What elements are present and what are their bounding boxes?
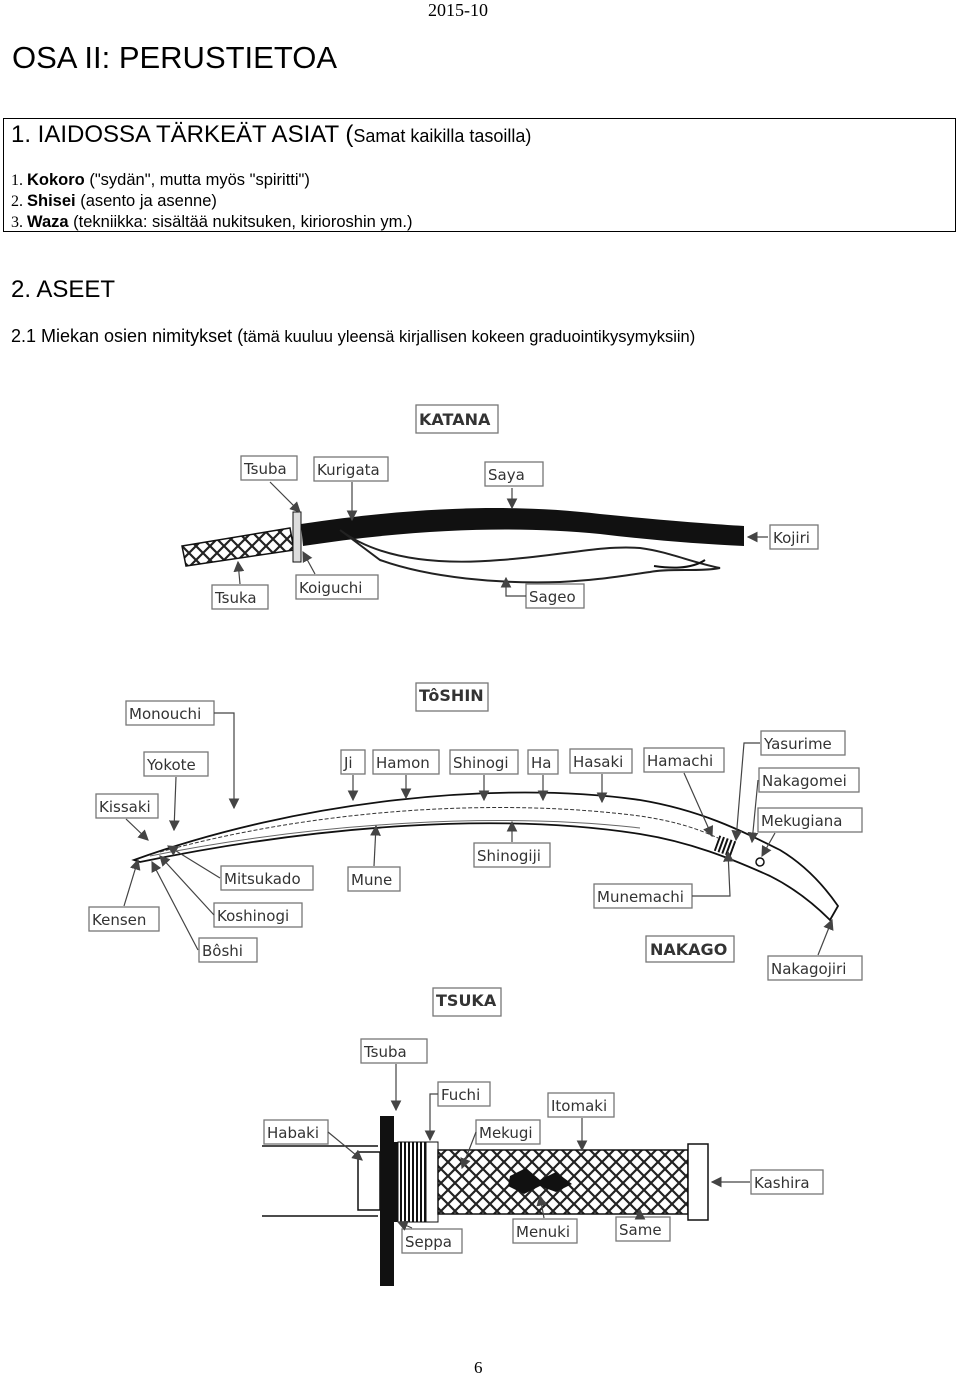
tsuka-diagram: TSUKA Tsuba Fuchi Itomaki Habaki Mekugi (262, 987, 824, 1286)
list-item-shisei: 2. Shisei (asento ja asenne) (11, 192, 217, 210)
tsuka-label-seppa: Seppa (405, 1233, 452, 1251)
toshin-label-hamachi-box (643, 747, 725, 773)
tsuka-label-same: Same (619, 1221, 662, 1239)
katana-label-tsuka: Tsuka (214, 589, 257, 607)
katana-tsuba-guard (292, 511, 302, 563)
toshin-label-mekugiana: Mekugiana (761, 812, 842, 830)
toshin-label-yasurime: Yasurime (763, 735, 832, 753)
katana-label-kojiri-box (769, 524, 819, 550)
toshin-label-mune: Mune (351, 871, 392, 889)
document-date: 2015-10 (428, 0, 488, 20)
tsuka-label-same-box (615, 1216, 671, 1242)
katana-label-koiguchi-box (295, 574, 379, 600)
katana-label-tsuba: Tsuba (243, 460, 287, 478)
section1-heading: 1. IAIDOSSA TÄRKEÄT ASIAT (Samat kaikill… (11, 121, 532, 148)
tsuka-label-kashira: Kashira (754, 1174, 810, 1192)
toshin-label-monouchi-box (125, 700, 215, 726)
katana-label-tsuka-box (211, 584, 269, 610)
tsuka-label-menuki-box (512, 1218, 578, 1244)
toshin-label-mekugiana-box (757, 807, 863, 833)
toshin-label-shinogi: Shinogi (453, 754, 509, 772)
tsuka-handle-drawing (262, 1116, 709, 1286)
katana-drawing (181, 508, 744, 584)
toshin-label-munemachi-box (593, 883, 693, 909)
important-things-box (3, 118, 956, 232)
toshin-label-kissaki-box (95, 793, 159, 819)
toshin-label-shinogiji: Shinogiji (477, 847, 541, 865)
toshin-blade-drawing (131, 791, 840, 922)
tsuka-label-fuchi: Fuchi (441, 1086, 480, 1104)
katana-saya-scabbard (301, 508, 744, 546)
tsuka-label-tsuba-box (360, 1038, 428, 1064)
tsuka-label-mekugi-box (475, 1119, 541, 1145)
toshin-label-munemachi: Munemachi (597, 888, 684, 906)
toshin-label-boshi: Bôshi (202, 942, 243, 960)
toshin-label-hasaki-box (569, 748, 633, 774)
tsuka-label-mekugi: Mekugi (479, 1124, 533, 1142)
katana-label-saya-box (484, 461, 544, 487)
toshin-label-nakagojiri-box (767, 955, 863, 981)
toshin-diagram: TôSHIN Monouchi Yokote Kissaki Ji Hamon … (88, 682, 863, 981)
page-number: 6 (474, 1358, 483, 1377)
tsuka-label-kashira-box (750, 1169, 824, 1195)
toshin-label-hamachi: Hamachi (647, 752, 713, 770)
toshin-label-nakago-box (645, 935, 735, 963)
toshin-label-nakagomei: Nakagomei (762, 772, 847, 790)
toshin-label-nakagojiri: Nakagojiri (771, 960, 846, 978)
toshin-title: TôSHIN (419, 686, 484, 705)
tsuka-label-habaki: Habaki (267, 1124, 319, 1142)
toshin-label-mitsukado: Mitsukado (224, 870, 301, 888)
toshin-label-yasurime-box (760, 730, 846, 756)
section2-1-heading: 2.1 Miekan osien nimitykset (tämä kuuluu… (11, 326, 696, 346)
toshin-title-box (415, 682, 489, 712)
page-title: OSA II: PERUSTIETOA (12, 40, 338, 75)
list-item-kokoro: 1. Kokoro ("sydän", mutta myös "spiritti… (11, 171, 310, 189)
toshin-label-nakagomei-box (758, 767, 860, 793)
katana-label-sageo: Sageo (529, 588, 576, 606)
katana-label-koiguchi: Koiguchi (299, 579, 362, 597)
katana-label-kojiri: Kojiri (773, 529, 810, 547)
toshin-label-shinogi-box (449, 749, 519, 775)
list-item-waza: 3. Waza (tekniikka: sisältää nukitsuken,… (11, 213, 413, 231)
toshin-label-monouchi: Monouchi (129, 705, 201, 723)
toshin-label-shinogiji-box (473, 842, 551, 868)
tsuka-title-box (432, 987, 502, 1017)
katana-label-sageo-box (525, 583, 585, 609)
tsuka-label-menuki: Menuki (516, 1223, 570, 1241)
toshin-label-mune-box (347, 866, 401, 892)
toshin-label-boshi-box (198, 937, 258, 963)
katana-label-kurigata: Kurigata (317, 461, 380, 479)
toshin-label-hamon-box (372, 749, 440, 775)
toshin-label-ha: Ha (531, 754, 551, 772)
toshin-label-ha-box (527, 749, 559, 775)
tsuka-label-itomaki: Itomaki (551, 1097, 607, 1115)
toshin-label-hasaki: Hasaki (573, 753, 623, 771)
katana-tsuka-handle (181, 527, 295, 567)
tsuka-label-itomaki-box (547, 1092, 615, 1118)
toshin-label-ji-box (340, 749, 366, 775)
toshin-label-nakago: NAKAGO (650, 940, 727, 959)
toshin-label-ji: Ji (343, 754, 353, 772)
katana-title-box (415, 404, 499, 434)
toshin-label-kensen: Kensen (92, 911, 146, 929)
katana-label-saya: Saya (488, 466, 525, 484)
toshin-label-mitsukado-box (220, 865, 314, 891)
toshin-label-kissaki: Kissaki (99, 798, 151, 816)
katana-label-tsuba-box (240, 455, 298, 481)
tsuka-title: TSUKA (436, 991, 497, 1010)
tsuka-label-tsuba: Tsuba (363, 1043, 407, 1061)
katana-title: KATANA (419, 410, 491, 429)
toshin-label-hamon: Hamon (376, 754, 430, 772)
katana-diagram: KATANA Tsuba Kurigata Saya Kojiri Tsuka … (181, 404, 819, 610)
toshin-label-yokote-box (143, 751, 209, 777)
toshin-label-koshinogi: Koshinogi (217, 907, 289, 925)
katana-label-kurigata-box (313, 456, 389, 482)
toshin-label-yokote: Yokote (146, 756, 196, 774)
katana-sageo-cord (339, 529, 721, 584)
section2-heading: 2. ASEET (11, 276, 116, 303)
toshin-label-kensen-box (88, 906, 160, 932)
tsuka-label-seppa-box (401, 1228, 463, 1254)
